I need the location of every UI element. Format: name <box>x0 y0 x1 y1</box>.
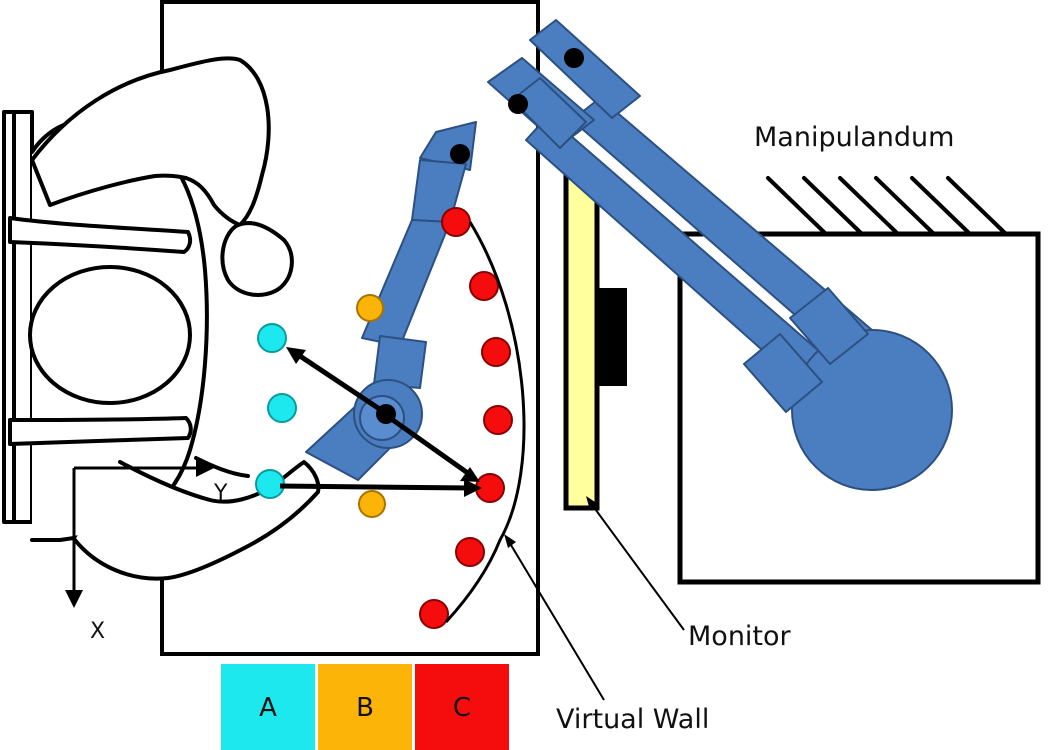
arrow-center-to-a1 <box>292 349 386 415</box>
monitor-callout-line <box>589 501 685 631</box>
robot-arm-manipulandum-icon <box>305 19 953 491</box>
axis-x-label: X <box>90 619 105 644</box>
target-c-3 <box>481 337 511 367</box>
x-axis-arrowhead <box>65 590 83 608</box>
legend-swatch-b <box>318 664 412 750</box>
legend-swatch-a <box>221 664 315 750</box>
monitor-stand <box>597 288 627 386</box>
ground-hatch <box>766 176 1008 236</box>
targets <box>255 207 513 629</box>
target-b-2 <box>358 490 386 518</box>
virtual-wall-label: Virtual Wall <box>556 704 709 735</box>
chair-back <box>2 110 34 524</box>
callout-lines <box>504 496 685 701</box>
legend-swatch-c <box>415 664 509 750</box>
monitor-label: Monitor <box>688 621 792 652</box>
target-c-1 <box>441 207 471 237</box>
legend: A B C <box>221 664 509 750</box>
target-b-1 <box>356 294 384 322</box>
movement-arrows <box>279 347 482 497</box>
legend-label-c: C <box>453 693 471 723</box>
target-c-6 <box>455 537 485 567</box>
target-c-4 <box>483 405 513 435</box>
subject-person-icon <box>2 56 321 581</box>
y-axis-arrowhead <box>196 459 214 477</box>
subject-head <box>28 265 192 405</box>
arrow-a3-to-c5 <box>279 483 471 491</box>
subject-left-arm <box>30 56 271 227</box>
legend-label-a: A <box>259 693 277 723</box>
virtual-wall-arc <box>444 221 526 624</box>
axis-y-label: Y <box>213 481 228 506</box>
arrow-center-to-c5 <box>388 415 474 479</box>
target-a-3 <box>255 469 285 499</box>
target-c-2 <box>469 271 499 301</box>
target-a-1 <box>257 323 287 353</box>
legend-label-b: B <box>356 693 374 723</box>
target-c-7 <box>419 599 449 629</box>
motor-disc <box>791 329 953 491</box>
subject-left-fist <box>220 221 294 297</box>
virtual-wall-callout-line <box>507 539 605 701</box>
monitor-screen <box>563 163 600 511</box>
coordinate-axes <box>65 459 214 608</box>
manipulandum-label: Manipulandum <box>754 122 954 153</box>
target-a-2 <box>267 393 297 423</box>
